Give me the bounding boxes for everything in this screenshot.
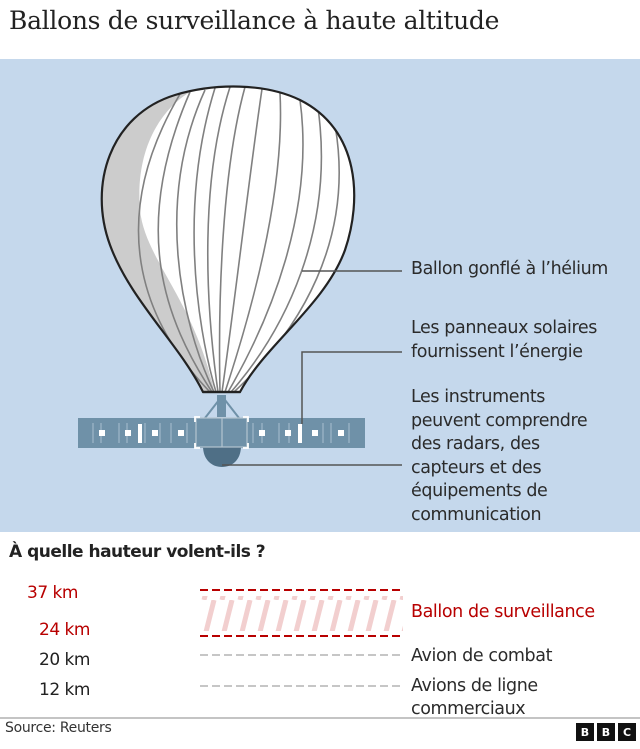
altitude-20km: 20 km [39,650,90,670]
altitude-24km: 24 km [39,620,90,640]
callout-line: Ballon gonflé à l’hélium [411,259,608,279]
callout-line: capteurs et des [411,457,542,478]
bbc-logo-letter: C [618,723,636,741]
rigging-icon [204,395,240,419]
callout-balloon: Ballon gonflé à l’hélium [411,258,608,282]
callout-line: communication [411,504,542,525]
footer-divider [0,717,640,719]
callout-line: peuvent comprendre [411,410,588,431]
callout-line: des radars, des [411,434,540,454]
surveillance-band [200,596,403,631]
altitude-chart [200,589,403,687]
callout-line: Les instruments [411,387,545,407]
bbc-logo: B B C [576,723,636,741]
label-combat-aircraft: Avion de combat [411,646,553,666]
altitude-12km: 12 km [39,680,90,700]
altitude-37km: 37 km [27,583,78,603]
callout-line: fournissent l’énergie [411,341,583,362]
bbc-logo-letter: B [576,723,594,741]
leader-lines [222,270,402,466]
label-airliners-line1: Avions de ligne [411,676,538,696]
balloon-diagram: Ballon gonflé à l’hélium Les panneaux so… [0,59,640,532]
payload-module-icon [194,416,249,467]
altitude-section-title: À quelle hauteur volent-ils ? [9,542,266,562]
label-airliners: Avions de ligne commerciaux [411,675,538,721]
callout-solar-panels: Les panneaux solaires fournissent l’éner… [411,317,597,364]
source-credit: Source: Reuters [5,720,112,736]
callout-instruments: Les instruments peuvent comprendre des r… [411,386,588,527]
label-surveillance-balloon: Ballon de surveillance [411,602,595,622]
balloon-envelope-icon [100,85,356,394]
callout-line: équipements de [411,481,548,501]
page-title: Ballons de surveillance à haute altitude [9,6,500,35]
balloon-illustration [78,85,402,467]
bbc-logo-letter: B [597,723,615,741]
callout-line: Les panneaux solaires [411,318,597,338]
label-airliners-line2: commerciaux [411,699,526,719]
